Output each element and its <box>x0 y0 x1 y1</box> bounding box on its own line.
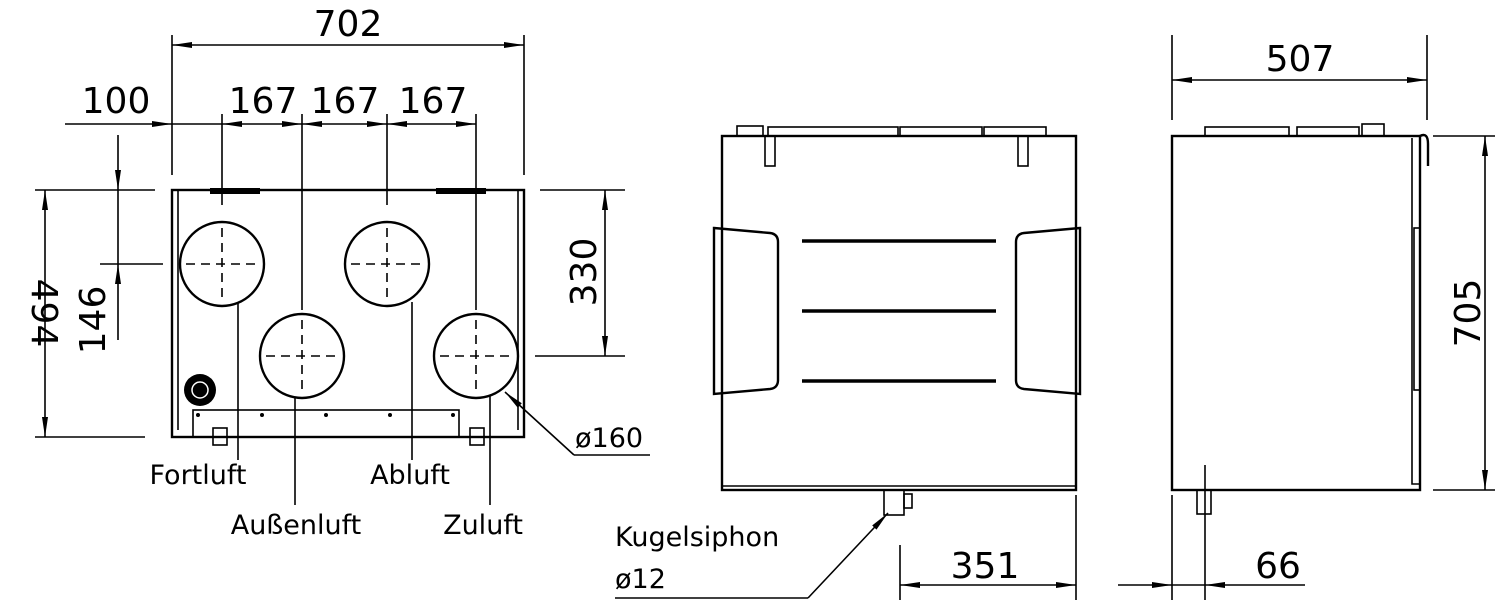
dim-spacing: 167 <box>229 81 298 122</box>
rear-view: 507 705 66 <box>1118 35 1495 600</box>
label-zuluft: Zuluft <box>443 510 523 541</box>
handle <box>1014 226 1082 396</box>
dim-offset-left: 100 <box>82 81 151 122</box>
dim-height: 494 <box>23 279 64 348</box>
dim-spacing: 167 <box>311 81 380 122</box>
port-aussenluft <box>258 312 346 400</box>
foot <box>212 427 228 446</box>
port-zuluft <box>432 312 520 400</box>
front-view: 702 100 167 167 167 494 146 330 Fortluft… <box>23 4 650 541</box>
handle <box>712 226 780 396</box>
label-aussenluft: Außenluft <box>231 510 362 541</box>
label-siphon: Kugelsiphon <box>615 522 779 553</box>
port-abluft <box>343 220 431 308</box>
label-fortluft: Fortluft <box>149 460 246 491</box>
connector-plate <box>210 188 260 194</box>
dim-depth: 507 <box>1266 39 1335 80</box>
foot <box>469 427 485 446</box>
dim-port-height: 330 <box>564 238 605 307</box>
label-diameter: ø160 <box>575 423 643 454</box>
dim-offset-top: 146 <box>73 286 114 355</box>
dim-siphon-offset: 66 <box>1255 546 1301 587</box>
unit-outline <box>720 134 1078 492</box>
port-fortluft <box>178 220 266 308</box>
drain-icon <box>184 374 216 406</box>
dim-siphon-offset: 351 <box>951 546 1020 587</box>
label-siphon-diameter: ø12 <box>615 564 666 595</box>
unit-outline <box>1170 134 1422 492</box>
dim-width: 702 <box>314 4 383 45</box>
siphon <box>1196 489 1212 515</box>
side-view: Kugelsiphon ø12 351 <box>615 125 1082 600</box>
label-abluft: Abluft <box>370 460 450 491</box>
connector-plate <box>436 188 486 194</box>
bottom-panel <box>192 409 460 438</box>
siphon <box>883 489 905 516</box>
dim-height: 705 <box>1448 279 1489 348</box>
dim-spacing: 167 <box>399 81 468 122</box>
